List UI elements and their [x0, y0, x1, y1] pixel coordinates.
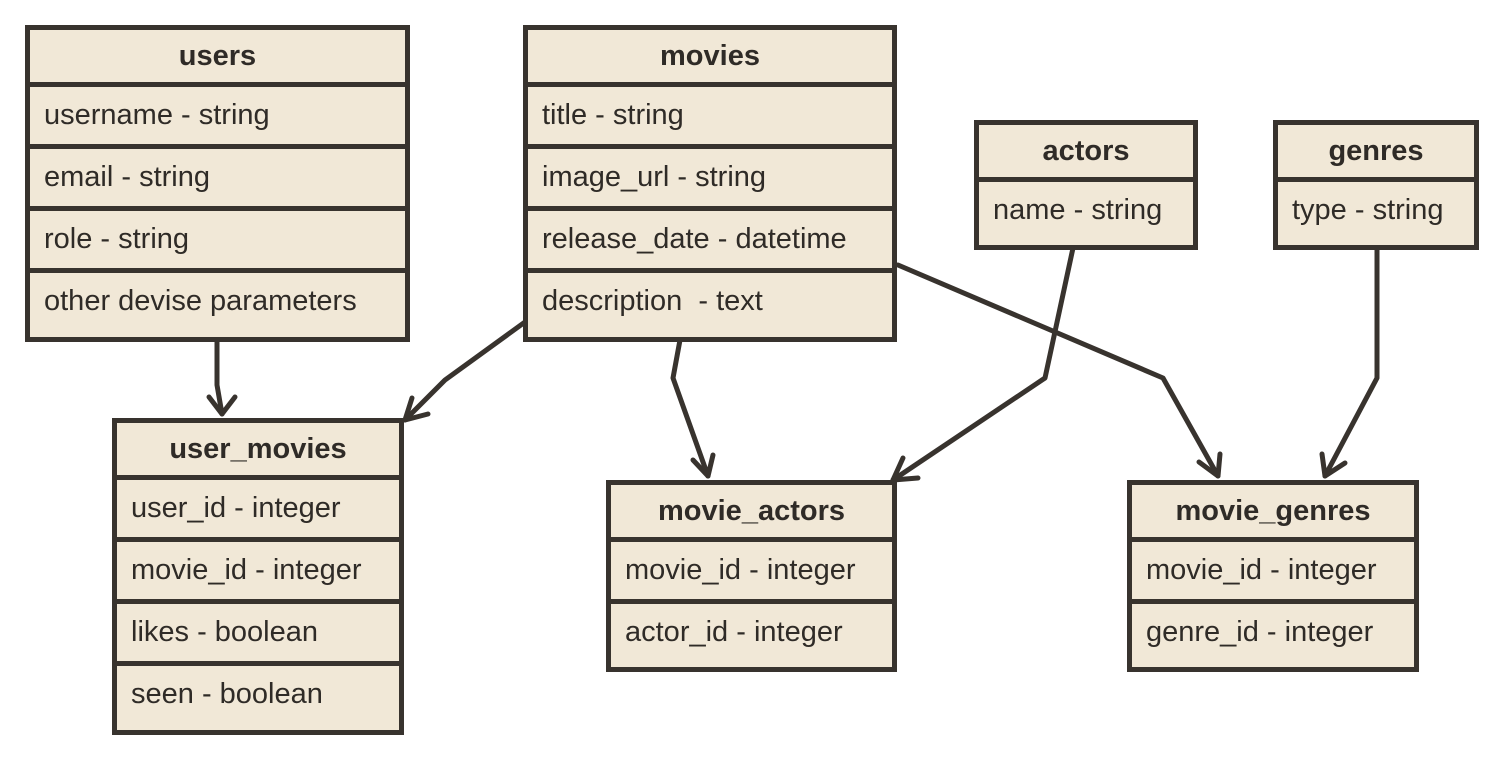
entity-title: movies [528, 30, 892, 87]
entity-field: title - string [528, 87, 892, 149]
entity-user-movies: user_movies user_id - integer movie_id -… [112, 418, 404, 735]
entity-users: users username - string email - string r… [25, 25, 410, 342]
entity-field: email - string [30, 149, 405, 211]
entity-movie-genres: movie_genres movie_id - integer genre_id… [1127, 480, 1419, 672]
entity-genres: genres type - string [1273, 120, 1479, 250]
entity-title: movie_genres [1132, 485, 1414, 542]
entity-title: actors [979, 125, 1193, 182]
entity-field: seen - boolean [131, 678, 323, 710]
edge-movies-to-movie-genres [895, 262, 1223, 479]
entity-field: genre_id - integer [1146, 616, 1374, 648]
entity-field: type - string [1292, 194, 1444, 226]
entity-field: image_url - string [528, 149, 892, 211]
entity-field: description - text [542, 285, 763, 317]
entity-actors: actors name - string [974, 120, 1198, 250]
entity-field: likes - boolean [117, 604, 399, 666]
edge-movies-to-user-movies [402, 319, 528, 423]
entity-field: other devise parameters [44, 285, 357, 317]
edge-genres-to-movie-genres [1319, 245, 1380, 479]
entity-field: username - string [30, 87, 405, 149]
entity-field: actor_id - integer [625, 616, 843, 648]
entity-title: movie_actors [611, 485, 892, 542]
entity-field: movie_id - integer [1132, 542, 1414, 604]
edge-movies-to-movie-actors [670, 337, 716, 479]
entity-title: user_movies [117, 423, 399, 480]
entity-title: users [30, 30, 405, 87]
entity-field: movie_id - integer [611, 542, 892, 604]
edge-actors-to-movie-actors [890, 245, 1076, 483]
entity-field: release_date - datetime [528, 211, 892, 273]
entity-field: movie_id - integer [117, 542, 399, 604]
edge-users-to-user-movies [206, 337, 238, 417]
entity-field: role - string [30, 211, 405, 273]
entity-title: genres [1278, 125, 1474, 182]
entity-movies: movies title - string image_url - string… [523, 25, 897, 342]
entity-movie-actors: movie_actors movie_id - integer actor_id… [606, 480, 897, 672]
entity-field: user_id - integer [117, 480, 399, 542]
entity-field: name - string [993, 194, 1163, 226]
